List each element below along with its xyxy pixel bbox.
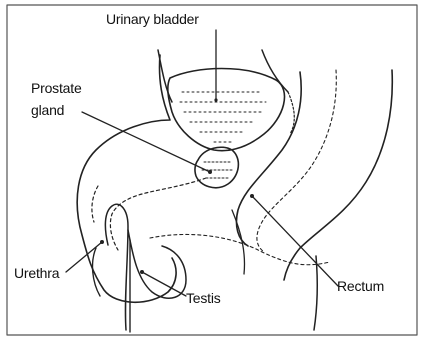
testis-pointer-dot: [140, 270, 144, 274]
rectum-lumen: [257, 70, 336, 252]
label-gland: gland: [31, 101, 64, 119]
urethra-shading: [92, 186, 98, 222]
rectum-pointer-dot: [250, 194, 254, 198]
rectum-inner-wall: [236, 72, 301, 246]
label-rectum: Rectum: [337, 277, 384, 295]
leader-rectum: [252, 196, 338, 286]
leader-prostate-gland: [82, 112, 210, 172]
bladder-right-wall: [262, 50, 288, 92]
urethra-path: [110, 178, 206, 250]
seminal-vesicle: [288, 92, 294, 134]
penis-outline: [105, 204, 128, 330]
rectum-lower-wall: [232, 210, 245, 274]
urinary-bladder: [168, 69, 285, 151]
leader-urethra: [66, 242, 102, 272]
prostate-pointer-dot: [208, 170, 212, 174]
label-urinary-bladder: Urinary bladder: [106, 10, 199, 28]
bladder-shading: [180, 92, 266, 142]
label-testis: Testis: [186, 289, 221, 307]
leader-testis: [142, 272, 186, 296]
label-urethra: Urethra: [14, 264, 59, 282]
label-prostate: Prostate: [31, 79, 82, 97]
scrotum-outline: [128, 230, 186, 298]
anal-canal: [314, 256, 317, 330]
urethra-pointer-dot: [100, 240, 104, 244]
